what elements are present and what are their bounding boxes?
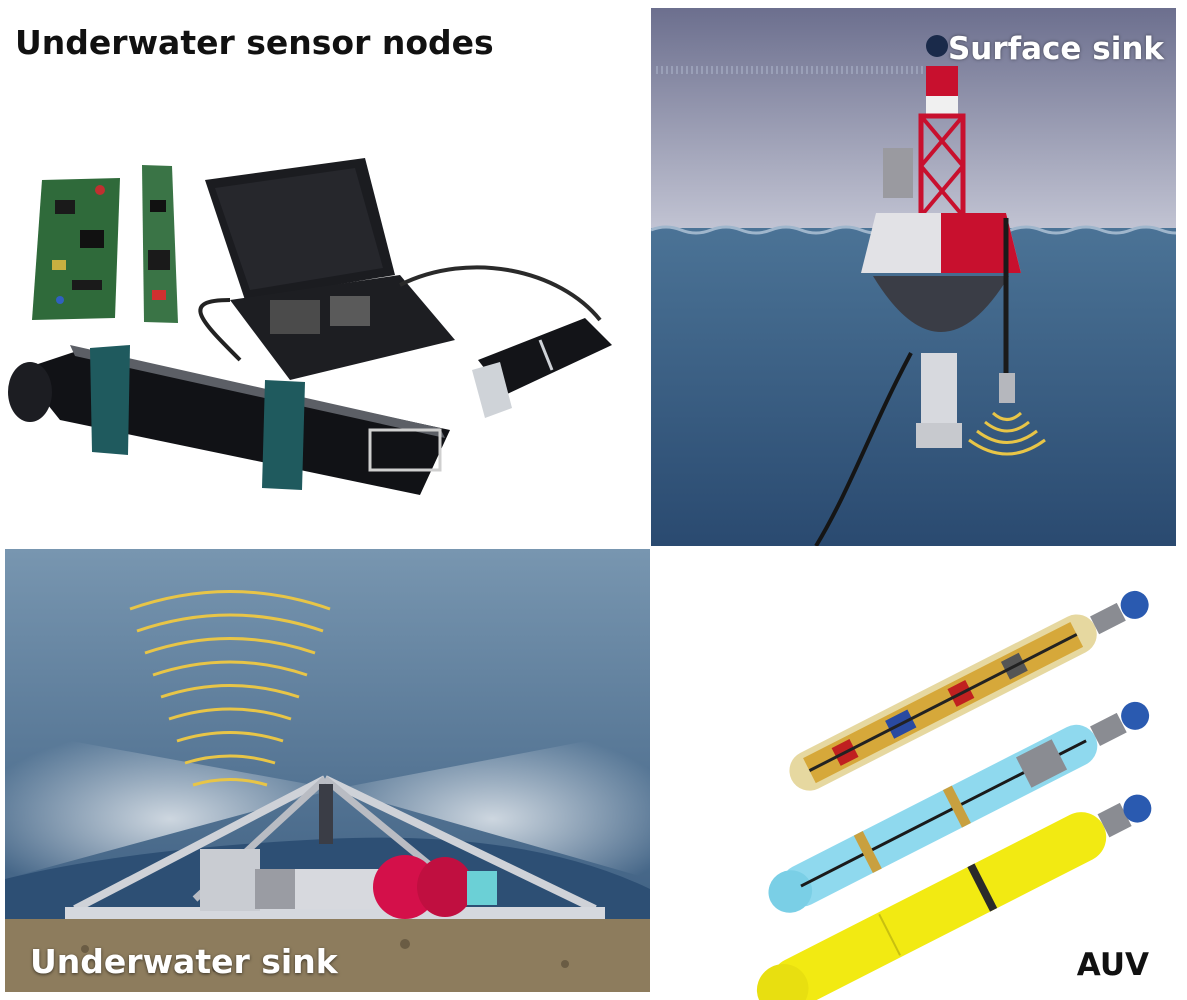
equipment-case bbox=[198, 158, 602, 380]
sonar-signal-icon bbox=[968, 411, 1046, 456]
mooring-cable bbox=[814, 352, 913, 546]
underwater-sink-label: Underwater sink bbox=[30, 942, 338, 981]
auv-yellow-bottom bbox=[756, 794, 1152, 1000]
sensor-cylinder bbox=[8, 345, 450, 495]
underwater-sink-panel: Underwater sink bbox=[5, 549, 650, 992]
seabed bbox=[5, 919, 650, 992]
small-sensor bbox=[472, 318, 612, 418]
sensor-nodes-label: Underwater sensor nodes bbox=[15, 23, 494, 62]
sea bbox=[651, 228, 1176, 546]
surface-sink-label: Surface sink bbox=[947, 31, 1164, 67]
underwater-sink-illustration bbox=[5, 549, 650, 992]
sky bbox=[651, 8, 1176, 233]
circuit-board-2 bbox=[142, 165, 178, 323]
auv-illustration bbox=[756, 590, 1152, 1000]
sonar-signal-icon bbox=[129, 590, 331, 787]
light-beam-left bbox=[5, 729, 335, 879]
sensor-nodes-panel: Underwater sensor nodes bbox=[0, 0, 645, 545]
surface-sink-illustration bbox=[651, 8, 1176, 546]
antenna-icon bbox=[926, 35, 948, 57]
buoy-tower bbox=[883, 35, 966, 219]
circuit-board-1 bbox=[32, 178, 120, 320]
surface-sink-panel: Surface sink bbox=[651, 8, 1176, 546]
auv-cyan-middle bbox=[768, 701, 1150, 913]
buoy-body bbox=[814, 213, 1021, 546]
auv-cutaway-top bbox=[789, 590, 1149, 791]
sink-equipment bbox=[200, 849, 497, 919]
light-beam-right bbox=[335, 729, 650, 879]
auv-label: AUV bbox=[1076, 947, 1149, 983]
sensor-nodes-illustration bbox=[8, 158, 612, 495]
auv-panel: AUV bbox=[652, 548, 1187, 1000]
